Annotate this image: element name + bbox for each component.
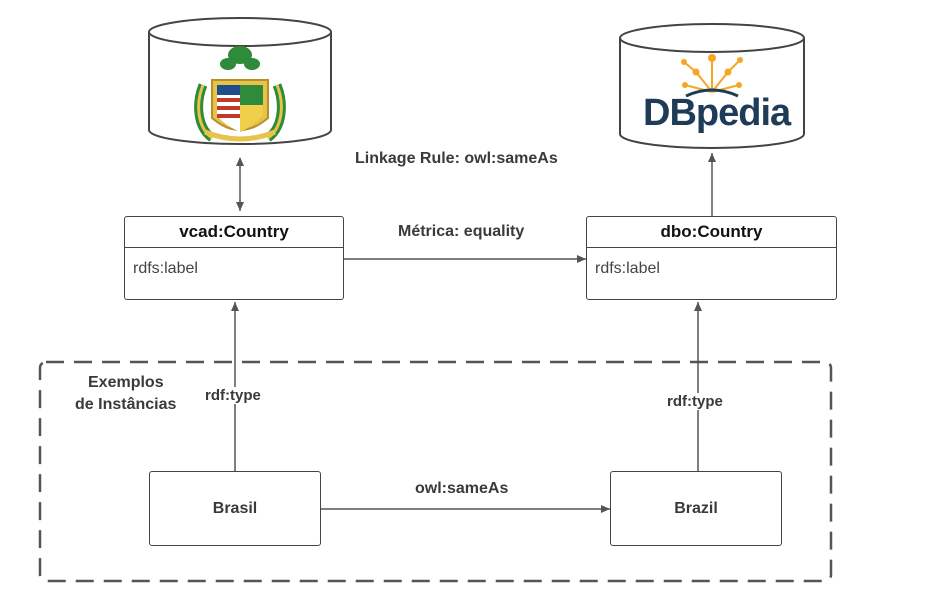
right-class-box: dbo:Country rdfs:label [586, 216, 837, 300]
left-class-box: vcad:Country rdfs:label [124, 216, 344, 300]
dbpedia-network-icon [681, 54, 743, 98]
instances-group-label-line1: Exemplos [88, 374, 164, 391]
metric-label: Métrica: equality [398, 223, 525, 240]
coat-of-arms-icon [194, 46, 286, 142]
right-class-title: dbo:Country [587, 217, 836, 248]
right-database-cylinder [619, 23, 805, 149]
left-rdf-type-label: rdf:type [205, 387, 261, 404]
left-instance-box: Brasil [149, 471, 321, 546]
left-class-title: vcad:Country [125, 217, 343, 248]
right-instance-box: Brazil [610, 471, 782, 546]
instance-sameas-label: owl:sameAs [415, 480, 509, 497]
dbpedia-logo-text: DBpedia [643, 92, 791, 134]
left-class-attribute: rdfs:label [133, 260, 198, 277]
linkage-rule-label: Linkage Rule: owl:sameAs [355, 150, 558, 167]
right-class-attribute: rdfs:label [595, 260, 660, 277]
right-rdf-type-label: rdf:type [667, 393, 723, 410]
instances-group-label-line2: de Instâncias [75, 396, 177, 413]
